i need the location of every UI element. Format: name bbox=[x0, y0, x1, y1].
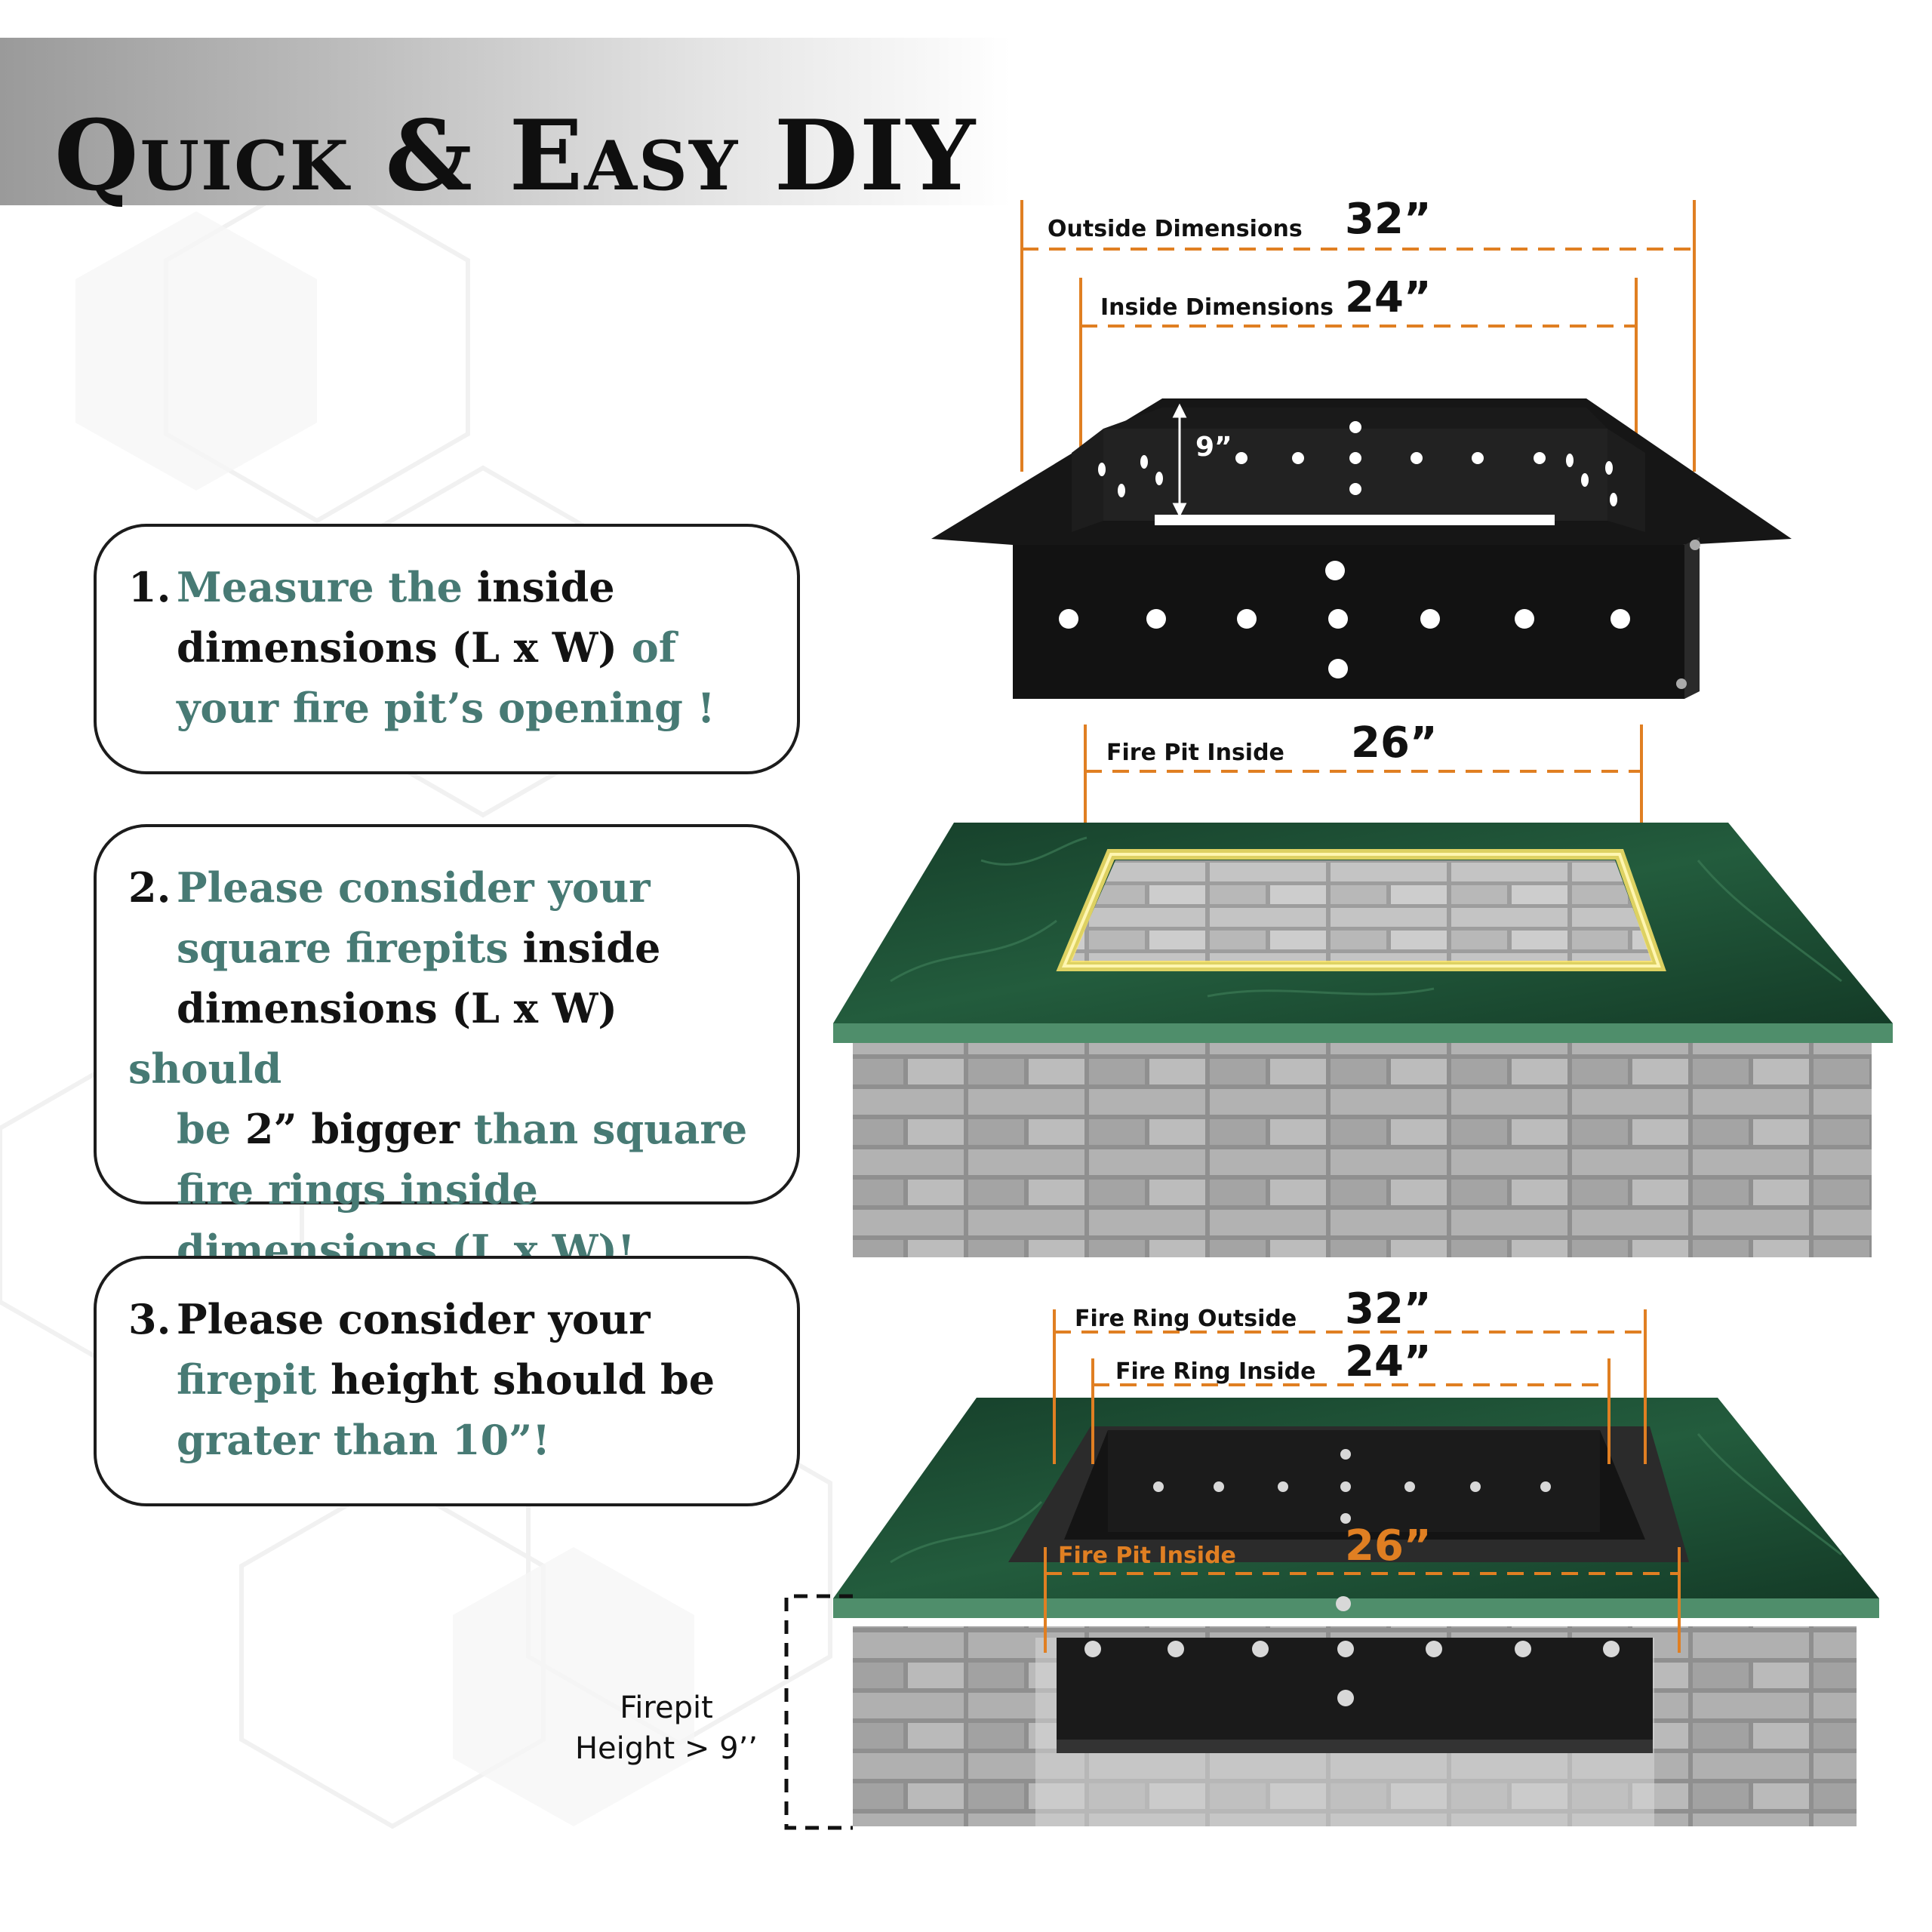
step-text-run: dimensions (L x W) bbox=[177, 984, 617, 1032]
step-text-run: of bbox=[631, 623, 676, 672]
step-text-run: inside bbox=[522, 924, 661, 972]
installed-pit-inside-value: 26” bbox=[1345, 1521, 1432, 1571]
step-number: 2. bbox=[128, 863, 171, 912]
step-text-run: should bbox=[128, 1044, 282, 1093]
step-text-run: height should be bbox=[331, 1355, 715, 1404]
step-card-1: 1.Measure the inside dimensions (L x W) o… bbox=[94, 524, 800, 774]
step-text-run: fire rings inside bbox=[177, 1165, 538, 1214]
step-number: 1. bbox=[128, 563, 171, 611]
step-text: 1.Measure the inside dimensions (L x W) o… bbox=[128, 557, 767, 738]
step-number: 3. bbox=[128, 1295, 171, 1343]
step-text-run: inside bbox=[476, 563, 615, 611]
step-text-run: Please consider your bbox=[177, 1295, 651, 1343]
step-text-run: Measure the bbox=[177, 563, 477, 611]
page-title: Quick & Easy DIY bbox=[54, 100, 977, 213]
pit-inside-value: 26” bbox=[1351, 718, 1438, 768]
height-label-line-2: Height > 9’’ bbox=[574, 1731, 758, 1766]
pit-inside-label: Fire Pit Inside bbox=[1106, 740, 1284, 766]
ring-outside-value: 32” bbox=[1345, 1284, 1432, 1334]
step-text: 3.Please consider your firepit height sho… bbox=[128, 1289, 767, 1470]
ring-outside-label: Fire Ring Outside bbox=[1075, 1306, 1297, 1332]
ring-height-label: 9” bbox=[1195, 432, 1232, 463]
step-text-run: 2” bigger bbox=[245, 1105, 474, 1153]
step-text-run: square firepits bbox=[177, 924, 523, 972]
step-card-3: 3.Please consider your firepit height sho… bbox=[94, 1256, 800, 1506]
step-text-run: be bbox=[177, 1105, 245, 1153]
ring-inside-label: Fire Ring Inside bbox=[1115, 1358, 1316, 1385]
outside-dimensions-value: 32” bbox=[1345, 195, 1432, 244]
inside-dimensions-value: 24” bbox=[1345, 273, 1432, 322]
step-card-2: 2.Please consider your square firepits in… bbox=[94, 824, 800, 1274]
height-label-line-1: Firepit bbox=[620, 1690, 713, 1725]
step-text-run: firepit bbox=[177, 1355, 331, 1404]
firepit-height-label: Firepit Height > 9’’ bbox=[565, 1687, 768, 1769]
ring-inside-value: 24” bbox=[1345, 1337, 1432, 1386]
inside-dimensions-label: Inside Dimensions bbox=[1100, 294, 1334, 321]
header-banner: Quick & Easy DIY bbox=[0, 38, 1011, 213]
step-text-run: dimensions (L x W) bbox=[177, 623, 632, 672]
step-text-run: your fire pit’s opening ! bbox=[177, 684, 715, 732]
outside-dimensions-label: Outside Dimensions bbox=[1048, 216, 1303, 242]
installed-pit-inside-label: Fire Pit Inside bbox=[1058, 1543, 1236, 1569]
step-text-run: Please consider your bbox=[177, 863, 651, 912]
step-text-run: grater than 10”! bbox=[177, 1416, 550, 1464]
step-text-run: than square bbox=[473, 1105, 748, 1153]
